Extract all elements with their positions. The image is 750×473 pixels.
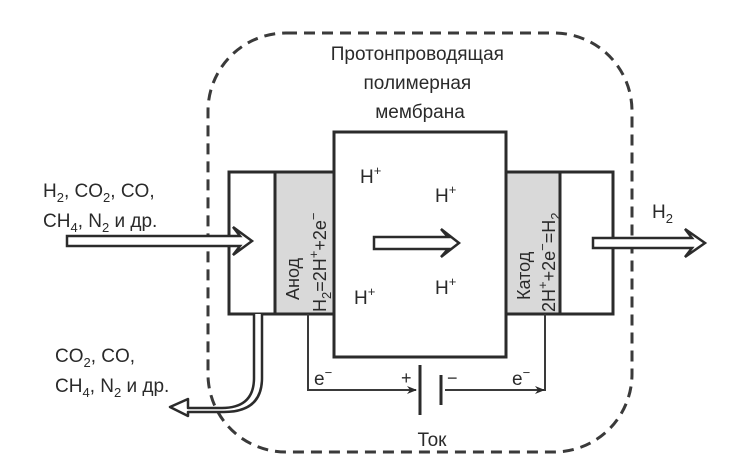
anode-reaction: H2​=2H+​+2e−​	[306, 213, 334, 313]
proton-flow-arrow	[372, 228, 462, 258]
superscript: +	[449, 274, 457, 289]
text-run: CO	[55, 346, 84, 367]
subscript: 2	[57, 190, 64, 205]
subscript: 2	[548, 213, 563, 220]
superscript: −	[535, 243, 550, 251]
text-run: 2H	[539, 289, 559, 312]
text-run: +2e	[539, 251, 559, 282]
title-line-2: полимерная	[364, 73, 472, 94]
text-run: и др.	[121, 376, 169, 397]
subscript: 2	[666, 211, 673, 226]
subscript: 2	[103, 190, 110, 205]
superscript: +	[535, 281, 550, 289]
waste-line-1: CO2​, CO,	[55, 346, 135, 370]
title-line-1: Протонпроводящая	[331, 44, 504, 65]
waste-gas-label: CO2​, CO, CH4​, N2​ и др.	[55, 346, 169, 400]
text-run: , CO,	[91, 346, 135, 367]
current-label: Ток	[417, 430, 447, 451]
wire-anode	[307, 314, 417, 394]
subscript: 4	[70, 220, 77, 235]
text-run: H	[360, 167, 374, 188]
text-run: H	[435, 186, 449, 207]
text-run: e	[314, 369, 325, 390]
subscript: 4	[82, 385, 89, 400]
text-run: H	[43, 181, 57, 202]
text-run: e	[512, 369, 523, 390]
battery-minus-sign: −	[447, 368, 458, 388]
subscript: 2	[319, 292, 334, 299]
product-gas-label: H2​	[652, 202, 673, 226]
electron-label-right: e−​	[512, 365, 530, 390]
proton-3: H+​	[354, 284, 375, 309]
inlet-arrow	[65, 225, 255, 257]
proton-4: H+​	[435, 274, 456, 299]
superscript: +	[374, 163, 382, 178]
superscript: −	[523, 365, 531, 380]
inlet-line-1: H2​, CO2​, CO,	[43, 181, 155, 205]
anode-electrode	[273, 170, 336, 316]
text-run: H	[652, 202, 666, 223]
proton-1: H+​	[360, 163, 381, 188]
wire-cathode-arrowhead	[535, 386, 545, 394]
subscript: 2	[102, 220, 109, 235]
anode-label: Анод	[283, 257, 303, 300]
text-run: , N	[90, 376, 114, 397]
electron-label-left: e−​	[314, 365, 332, 390]
product-outlet-arrow	[591, 227, 708, 259]
text-run: H	[310, 299, 330, 312]
title-line-3: мембрана	[375, 102, 465, 123]
text-run: и др.	[109, 211, 157, 232]
text-run: CH	[55, 376, 82, 397]
battery-plus-sign: +	[401, 368, 412, 388]
text-run: CH	[43, 211, 70, 232]
text-run: +2e	[310, 220, 330, 251]
text-run: =H	[539, 220, 559, 244]
inlet-gas-label: H2​, CO2​, CO, CH4​, N2​ и др.	[43, 181, 160, 235]
text-run: H	[435, 278, 449, 299]
cathode-reaction: 2H+​+2e−​=H2​	[535, 213, 563, 313]
superscript: −	[306, 213, 321, 221]
subscript: 2	[114, 385, 121, 400]
superscript: +	[306, 251, 321, 259]
text-run: , CO	[64, 181, 103, 202]
waste-line-2: CH4​, N2​ и др.	[55, 376, 169, 400]
membrane-title: Протонпроводящая полимерная мембрана	[331, 44, 510, 123]
inlet-line-2: CH4​, N2​ и др.	[43, 211, 157, 235]
waste-outlet-pipe	[168, 314, 264, 418]
superscript: +	[449, 182, 457, 197]
text-run: , N	[78, 211, 102, 232]
subscript: 2	[84, 355, 91, 370]
text-run: , CO,	[110, 181, 154, 202]
superscript: −	[325, 365, 333, 380]
cathode-label: Катод	[514, 251, 534, 300]
superscript: +	[368, 284, 376, 299]
text-run: =2H	[310, 258, 330, 292]
proton-2: H+​	[435, 182, 456, 207]
text-run: H	[354, 288, 368, 309]
